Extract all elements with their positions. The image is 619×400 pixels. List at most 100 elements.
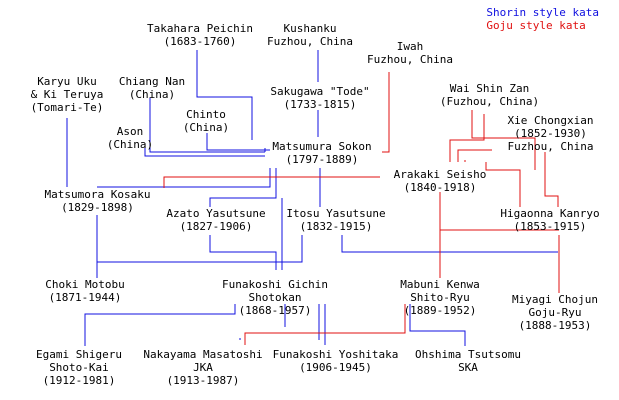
goju-connector-11 [244,304,406,345]
node-matsumora-kosaku-line-1: (1829-1898) [61,201,134,214]
node-karyu-line-1: & Ki Teruya [30,88,104,101]
shorin-connector-19 [84,304,236,346]
node-egami-shigeru-line-0: Egami Shigeru [35,348,123,361]
node-funakoshi-gichin-line-2: (1868-1957) [238,304,312,317]
node-chinto-line-1: (China) [182,121,230,134]
node-choki-motobu-line-0: Choki Motobu [45,278,125,291]
node-funakoshi-gichin: Funakoshi Gichin Shotokan (1868-1957) [210,278,340,317]
goju-connector-8 [485,162,521,207]
node-arakaki-seisho-line-0: Arakaki Seisho [393,168,487,181]
node-egami-shigeru-line-1: Shoto-Kai [49,361,109,374]
node-matsumura-sokon-line-0: Matsumura Sokon [272,140,372,153]
node-xie-chongxian-line-2: Fuzhou, China [507,140,594,153]
goju-connector-3 [457,149,492,162]
shorin-connector-0 [196,50,253,140]
node-chiang-nan-line-0: Chiang Nan [118,75,186,88]
node-azato-yasutsune-line-1: (1827-1906) [179,220,253,233]
node-nakayama-masatoshi-line-2: (1913-1987) [166,374,240,387]
node-funakoshi-gichin-line-0: Funakoshi Gichin [222,278,328,291]
node-itosu-yasutsune: Itosu Yasutsune (1832-1915) [276,207,396,233]
shorin-connector-14 [96,235,303,278]
node-mabuni-kenwa-line-1: Shito-Ryu [410,291,470,304]
node-funakoshi-yoshitaka: Funakoshi Yoshitaka (1906-1945) [268,348,403,374]
node-choki-motobu: Choki Motobu (1871-1944) [30,278,140,304]
node-iwah-line-1: Fuzhou, China [366,53,454,66]
node-nakayama-masatoshi-line-1: JKA [193,361,213,374]
node-funakoshi-gichin-line-1: Shotokan [248,291,302,304]
legend: Shorin style kata Goju style kata [486,6,599,32]
goju-connector-5 [163,176,380,188]
node-mabuni-kenwa-line-2: (1889-1952) [403,304,477,317]
node-sakugawa: Sakugawa "Tode" (1733-1815) [260,85,380,111]
shorin-connector-4 [206,133,270,151]
node-miyagi-chojun-line-1: Goju-Ryu [528,306,582,319]
node-chinto-line-0: Chinto [186,108,226,121]
node-higaonna-kanryo: Higaonna Kanryo (1853-1915) [490,207,610,233]
node-wai-shin-zan: Wai Shin Zan (Fuzhou, China) [432,82,547,108]
goju-connector-7 [544,152,559,207]
node-karyu-line-0: Karyu Uku [37,75,97,88]
node-xie-chongxian-line-1: (1852-1930) [514,127,587,140]
node-takahara: Takahara Peichin (1683-1760) [140,22,260,48]
shorin-connector-5 [144,148,265,157]
node-karyu: Karyu Uku & Ki Teruya (Tomari-Te) [22,75,112,114]
node-kushanku: Kushanku Fuzhou, China [260,22,360,48]
goju-connector-2 [449,114,485,162]
node-takahara-line-0: Takahara Peichin [147,22,253,35]
node-miyagi-chojun: Miyagi Chojun Goju-Ryu (1888-1953) [505,293,605,332]
node-ason-line-0: Ason [116,125,144,138]
node-ason-line-1: (China) [106,138,154,151]
shorin-connector-12 [209,235,277,270]
shorin-connector-9 [209,168,277,207]
node-higaonna-kanryo-line-0: Higaonna Kanryo [500,207,600,220]
node-ason: Ason (China) [100,125,160,151]
node-xie-chongxian: Xie Chongxian (1852-1930) Fuzhou, China [498,114,603,153]
node-chinto: Chinto (China) [176,108,236,134]
node-arakaki-seisho-line-1: (1840-1918) [403,181,477,194]
node-itosu-yasutsune-line-1: (1832-1915) [299,220,373,233]
node-miyagi-chojun-line-0: Miyagi Chojun [511,293,599,306]
node-iwah-line-0: Iwah [396,40,424,53]
node-matsumora-kosaku: Matsumora Kosaku (1829-1898) [30,188,165,214]
node-arakaki-seisho: Arakaki Seisho (1840-1918) [380,168,500,194]
node-xie-chongxian-line-0: Xie Chongxian [507,114,594,127]
node-kushanku-line-1: Fuzhou, China [266,35,354,48]
node-kushanku-line-0: Kushanku [283,22,337,35]
node-ohshima-tsutsomu-line-0: Ohshima Tsutsomu [415,348,521,361]
node-azato-yasutsune: Azato Yasutsune (1827-1906) [156,207,276,233]
node-itosu-yasutsune-line-0: Itosu Yasutsune [286,207,386,220]
node-sakugawa-line-1: (1733-1815) [283,98,357,111]
node-mabuni-kenwa-line-0: Mabuni Kenwa [400,278,480,291]
node-mabuni-kenwa: Mabuni Kenwa Shito-Ryu (1889-1952) [385,278,495,317]
shorin-connector-15 [341,235,558,253]
legend-goju: Goju style kata [486,19,586,32]
node-choki-motobu-line-1: (1871-1944) [48,291,122,304]
node-ohshima-tsutsomu-line-1: SKA [458,361,478,374]
shorin-connector-21 [409,304,466,346]
node-wai-shin-zan-line-1: (Fuzhou, China) [439,95,540,108]
node-matsumura-sokon-line-1: (1797-1889) [285,153,359,166]
node-higaonna-kanryo-line-1: (1853-1915) [513,220,587,233]
node-nakayama-masatoshi-line-0: Nakayama Masatoshi [143,348,263,361]
node-wai-shin-zan-line-0: Wai Shin Zan [449,82,530,95]
legend-shorin: Shorin style kata [486,6,599,19]
node-nakayama-masatoshi: Nakayama Masatoshi JKA (1913-1987) [138,348,268,387]
node-chiang-nan: Chiang Nan (China) [112,75,192,101]
node-miyagi-chojun-line-2: (1888-1953) [518,319,592,332]
node-takahara-line-1: (1683-1760) [163,35,237,48]
node-ohshima-tsutsomu: Ohshima Tsutsomu SKA [408,348,528,374]
goju-connector-0 [382,72,390,153]
node-funakoshi-yoshitaka-line-1: (1906-1945) [299,361,372,374]
node-chiang-nan-line-1: (China) [128,88,176,101]
node-matsumora-kosaku-line-0: Matsumora Kosaku [44,188,151,201]
node-funakoshi-yoshitaka-line-0: Funakoshi Yoshitaka [272,348,399,361]
node-karyu-line-2: (Tomari-Te) [30,101,104,114]
node-egami-shigeru-line-2: (1912-1981) [42,374,116,387]
goju-connector-1 [471,110,536,170]
node-matsumura-sokon: Matsumura Sokon (1797-1889) [262,140,382,166]
shorin-connector-8 [97,168,271,188]
node-sakugawa-line-0: Sakugawa "Tode" [270,85,370,98]
node-iwah: Iwah Fuzhou, China [360,40,460,66]
